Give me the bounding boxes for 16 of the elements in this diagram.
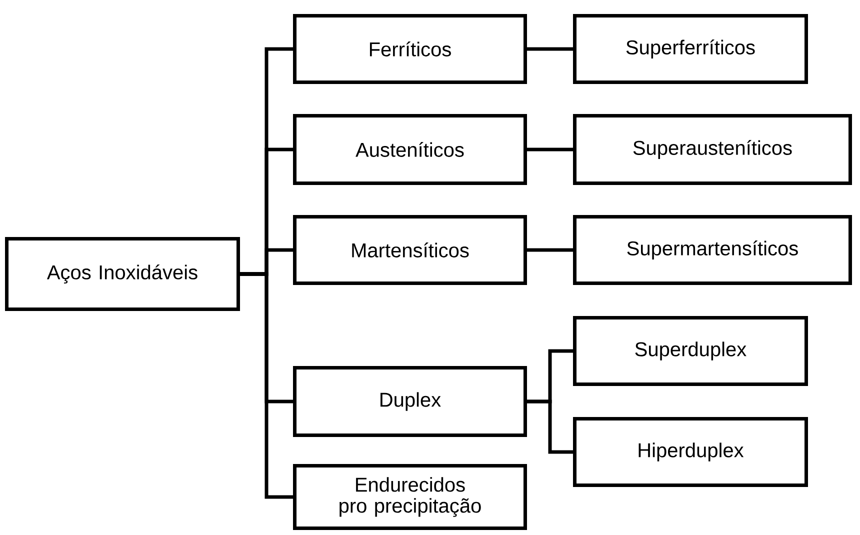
- category-box: Superduplex: [573, 316, 808, 386]
- category-box: Duplex: [293, 366, 527, 437]
- category-box: Aços Inoxidáveis: [5, 237, 240, 311]
- category-box: Martensíticos: [293, 215, 527, 285]
- category-box: Ferríticos: [293, 14, 527, 84]
- category-box: Hiperduplex: [573, 417, 808, 487]
- category-box: Supermartensíticos: [573, 215, 852, 285]
- connector-line: [527, 248, 573, 252]
- category-box: Superferríticos: [573, 14, 808, 84]
- connector-line: [527, 400, 573, 454]
- category-box: Austeníticos: [293, 114, 527, 185]
- connector-line: [527, 148, 573, 152]
- category-box: Endurecidos pro precipitação: [293, 464, 527, 530]
- connector-line: [527, 47, 573, 51]
- category-box: Superausteníticos: [573, 114, 852, 185]
- connector-line: [240, 272, 293, 499]
